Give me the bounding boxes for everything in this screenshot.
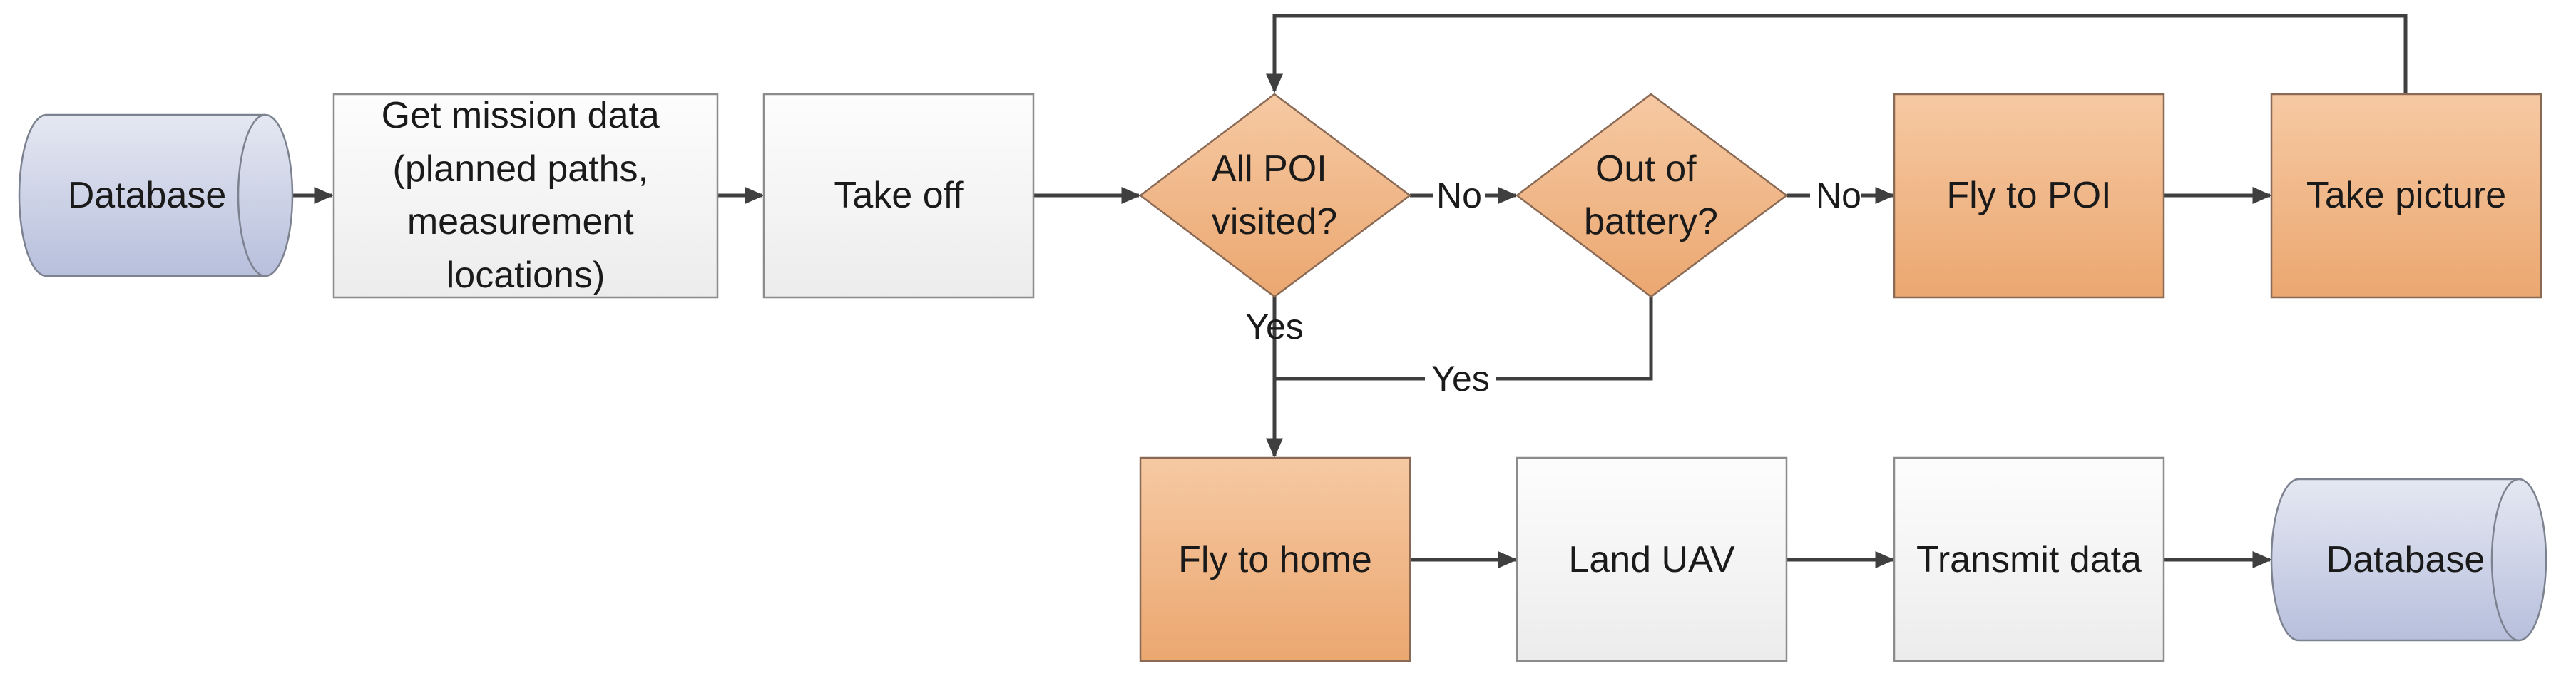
database-end-label: Database: [2326, 539, 2485, 580]
fly-to-home-label: Fly to home: [1178, 539, 1372, 580]
fly-to-home-box: [1139, 456, 1411, 662]
out-of-battery-diamond: [1515, 93, 1789, 298]
take-picture-box: [2270, 93, 2542, 299]
get-mission-data-node[interactable]: Get mission data (planned paths, measure…: [332, 93, 719, 299]
edge-label-battery-yes: Yes: [1431, 359, 1490, 399]
arrow-take-picture-loop-to-all-poi: [1265, 14, 2408, 94]
out-of-battery-decision[interactable]: Out of battery?: [1515, 93, 1789, 298]
out-of-battery-line-1: Out of: [1595, 148, 1697, 190]
edge-label-battery-no: No: [1816, 175, 1861, 215]
take-off-label: Take off: [834, 175, 964, 216]
get-mission-data-line-2: (planned paths,: [393, 148, 649, 190]
get-mission-data-label: Get mission data (planned paths, measure…: [382, 95, 670, 296]
land-uav-node[interactable]: Land UAV: [1516, 456, 1788, 662]
transmit-data-node[interactable]: Transmit data: [1893, 456, 2165, 662]
database-start-node[interactable]: Database: [18, 113, 294, 277]
fly-to-poi-node[interactable]: Fly to POI: [1893, 93, 2165, 299]
get-mission-data-line-3: measurement: [407, 201, 634, 242]
take-picture-node[interactable]: Take picture: [2270, 93, 2542, 299]
all-poi-visited-diamond: [1138, 93, 1412, 298]
database-start-inner-arc: [237, 113, 266, 277]
all-poi-visited-label: All POI visited?: [1212, 148, 1337, 242]
nodes-layer: Database Get mission data (planned paths…: [18, 93, 2547, 662]
database-end-node[interactable]: Database: [2270, 478, 2547, 642]
all-poi-visited-line-2: visited?: [1212, 201, 1337, 242]
edges-layer: [280, 14, 2408, 569]
database-end-inner-arc: [2490, 478, 2520, 642]
all-poi-visited-decision[interactable]: All POI visited?: [1138, 93, 1412, 298]
edge-labels-layer: No No Yes Yes: [1245, 175, 1861, 399]
take-off-node[interactable]: Take off: [762, 93, 1035, 299]
get-mission-data-line-4: locations): [446, 255, 605, 296]
get-mission-data-box: [332, 93, 719, 299]
database-start-label: Database: [68, 175, 227, 216]
get-mission-data-line-1: Get mission data: [382, 95, 660, 136]
land-uav-box: [1516, 456, 1788, 662]
transmit-data-label: Transmit data: [1916, 539, 2142, 580]
take-picture-label: Take picture: [2306, 175, 2506, 216]
take-off-box: [762, 93, 1035, 299]
transmit-data-box: [1893, 456, 2165, 662]
edge-label-all-poi-yes: Yes: [1245, 307, 1304, 347]
all-poi-visited-line-1: All POI: [1212, 148, 1327, 190]
fly-to-home-node[interactable]: Fly to home: [1139, 456, 1411, 662]
fly-to-poi-label: Fly to POI: [1946, 175, 2111, 216]
connector-battery-yes-to-fly-home: [1274, 297, 1653, 381]
edge-label-all-poi-no: No: [1436, 175, 1482, 215]
land-uav-label: Land UAV: [1568, 539, 1735, 580]
out-of-battery-label: Out of battery?: [1584, 148, 1718, 242]
fly-to-poi-box: [1893, 93, 2165, 299]
out-of-battery-line-2: battery?: [1584, 201, 1718, 242]
